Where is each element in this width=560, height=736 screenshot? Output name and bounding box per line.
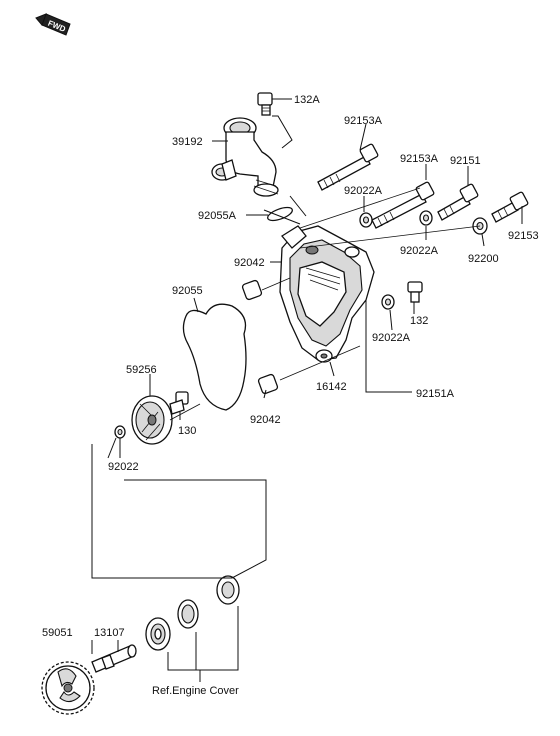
callout-92151A: 92151A [416, 388, 455, 400]
callout-92042-lower: 92042 [250, 414, 281, 426]
pump-cover-16142 [279, 225, 375, 363]
oil-seal [177, 599, 199, 629]
callout-92153: 92153 [508, 230, 539, 242]
callout-92200: 92200 [468, 253, 499, 265]
callout-59256: 59256 [126, 364, 157, 376]
gear-59051 [41, 661, 95, 715]
callout-39192: 39192 [172, 136, 203, 148]
washer-92022A-lower [381, 294, 395, 310]
callout-92055: 92055 [172, 285, 203, 297]
callout-92022: 92022 [108, 461, 139, 473]
callout-13107: 13107 [94, 627, 125, 639]
mechanical-seal [216, 575, 240, 605]
callout-132A: 132A [294, 94, 320, 106]
impeller-59256 [131, 395, 173, 445]
callout-92022A-lower: 92022A [372, 332, 411, 344]
bolt-132 [407, 281, 423, 303]
callout-92042-upper: 92042 [234, 257, 265, 269]
callout-92055A: 92055A [198, 210, 237, 222]
callout-92153A-lower: 92153A [400, 153, 439, 165]
callout-59051: 59051 [42, 627, 73, 639]
bearing [145, 617, 171, 651]
gasket-92055 [182, 303, 247, 411]
shaft-13107 [91, 644, 137, 673]
callout-92022A-upper: 92022A [344, 185, 383, 197]
dowel-pin-92042-upper [241, 279, 263, 301]
bolt-92153 [491, 191, 529, 223]
callout-132: 132 [410, 315, 428, 327]
washer-92022 [114, 425, 126, 439]
water-pipe-39192 [211, 117, 279, 197]
bolt-130 [169, 391, 189, 415]
callout-16142: 16142 [316, 381, 347, 393]
callout-ref-engine-cover: Ref.Engine Cover [152, 685, 239, 697]
callout-130: 130 [178, 425, 196, 437]
o-ring-92055A [267, 206, 293, 222]
washer-92022A-right [419, 210, 433, 226]
callout-92153A-upper: 92153A [344, 115, 383, 127]
bolt-92151 [437, 183, 479, 221]
leader-lines [91, 98, 523, 682]
bolt-92153A-lower [371, 181, 435, 229]
dowel-pin-92042-lower [257, 373, 279, 395]
washer-92022A-upper [359, 212, 373, 228]
callout-92022A-right: 92022A [400, 245, 439, 257]
callout-92151: 92151 [450, 155, 481, 167]
bolt-92153A-upper [317, 143, 379, 191]
bolt-132A [257, 92, 273, 116]
fwd-direction-badge: FWD [35, 13, 71, 36]
